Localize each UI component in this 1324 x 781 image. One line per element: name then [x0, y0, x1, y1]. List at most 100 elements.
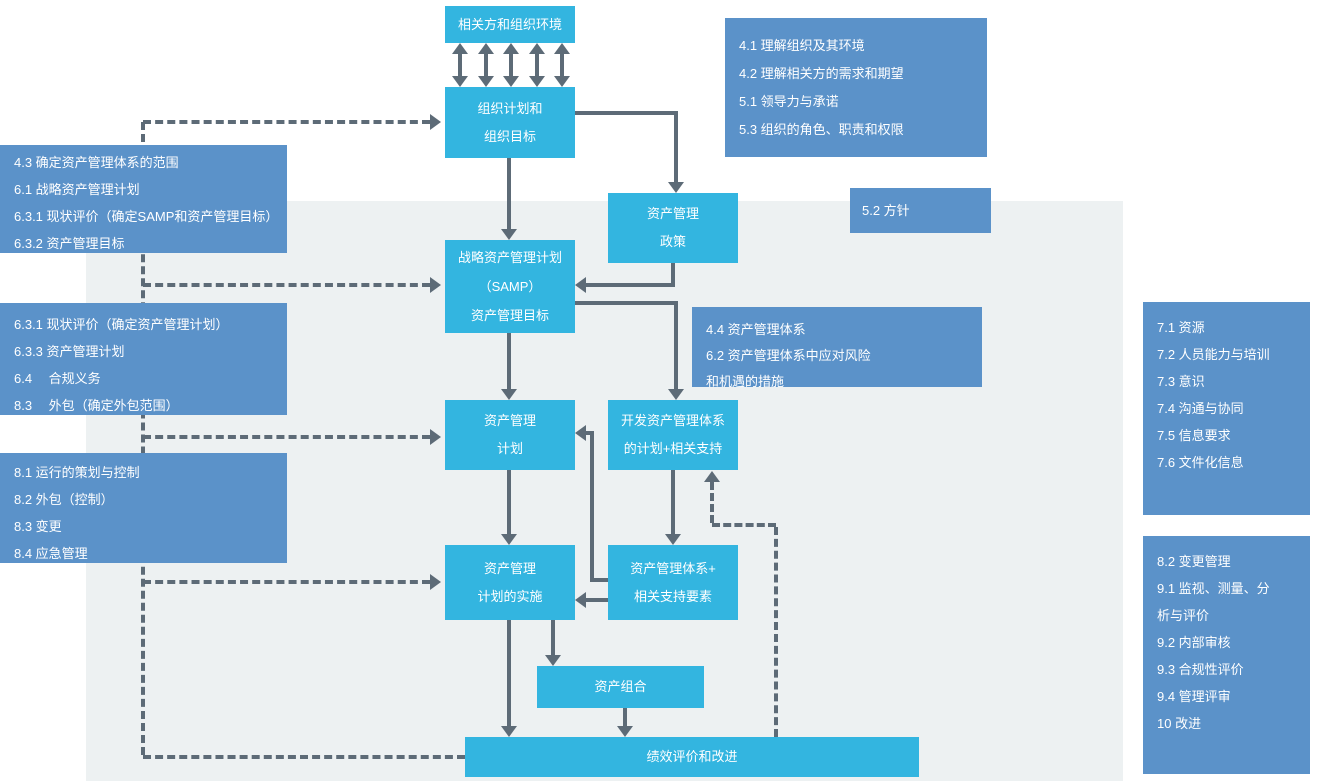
clause-line: 5.1 领导力与承诺	[739, 94, 839, 109]
clause-line: 6.1 战略资产管理计划	[14, 182, 140, 197]
arrow-up-icon	[554, 43, 570, 54]
clause-line: 6.3.1 现状评价（确定SAMP和资产管理目标）	[14, 209, 279, 224]
arrow-down-icon	[501, 534, 517, 545]
arrow-down-icon	[452, 76, 468, 87]
double-arrow-connector	[452, 43, 468, 87]
clause-line: 6.4 合规义务	[14, 371, 101, 386]
box-ams-support-elements: 资产管理体系+ 相关支持要素	[608, 545, 738, 620]
box-am-plan: 资产管理 计划	[445, 400, 575, 470]
connector-impl-portfolio	[551, 620, 555, 655]
arrow-down-icon	[665, 534, 681, 545]
clause-line: 7.1 资源	[1157, 320, 1205, 335]
arrow-down-icon	[501, 726, 517, 737]
box-line: 战略资产管理计划	[457, 250, 562, 265]
clause-line: 9.3 合规性评价	[1157, 662, 1244, 677]
clause-line: 9.2 内部审核	[1157, 635, 1231, 650]
arrow-up-icon	[704, 471, 720, 482]
box-develop-ams: 开发资产管理体系 的计划+相关支持	[608, 400, 738, 470]
connector-support-impl	[586, 598, 608, 602]
arrow-down-icon	[503, 76, 519, 87]
clause-box-right-support: 7.1 资源 7.2 人员能力与培训 7.3 意识 7.4 沟通与协同 7.5 …	[1143, 302, 1310, 515]
arrow-left-icon	[575, 277, 586, 293]
arrow-down-icon	[668, 389, 684, 400]
box-line: 资产管理	[483, 560, 536, 576]
box-line: 资产管理目标	[470, 308, 549, 323]
clause-box-left-scope: 4.3 确定资产管理体系的范围 6.1 战略资产管理计划 6.3.1 现状评价（…	[0, 145, 287, 253]
box-plan-implementation: 资产管理 计划的实施	[445, 545, 575, 620]
arrow-down-icon	[501, 229, 517, 240]
arrow-down-icon	[478, 76, 494, 87]
connector-orgplan-samp	[507, 158, 511, 230]
dashed-perf-develop-h	[712, 523, 776, 527]
arrow-right-icon	[430, 429, 441, 445]
clause-line: 5.3 组织的角色、职责和权限	[739, 122, 904, 137]
dashed-perf-develop-v1	[774, 527, 778, 737]
clause-line: 10 改进	[1157, 716, 1202, 731]
box-performance-evaluation: 绩效评价和改进	[465, 737, 919, 777]
clause-line: 6.2 资产管理体系中应对风险	[706, 348, 871, 363]
box-samp-objectives: 战略资产管理计划 （SAMP） 资产管理目标	[445, 240, 575, 333]
clause-line: 4.1 理解组织及其环境	[739, 38, 865, 53]
connector-policy-samp-v	[671, 263, 675, 287]
clause-line: 7.4 沟通与协同	[1157, 401, 1244, 416]
clause-line: 7.6 文件化信息	[1157, 455, 1244, 470]
double-arrow-connector	[554, 43, 570, 87]
box-am-policy: 资产管理 政策	[608, 193, 738, 263]
clause-line: 5.2 方针	[862, 203, 910, 218]
box-line: 资产管理	[646, 206, 699, 221]
connector-support-amplan-h2	[586, 431, 592, 435]
connector-shaft	[484, 53, 488, 77]
connector-shaft	[509, 53, 513, 77]
box-line: 开发资产管理体系	[620, 413, 725, 428]
clause-line: 4.3 确定资产管理体系的范围	[14, 155, 179, 170]
arrow-left-icon	[575, 425, 586, 441]
box-org-plan-objectives: 组织计划和 组织目标	[445, 87, 575, 158]
clause-line: 7.2 人员能力与培训	[1157, 347, 1270, 362]
clause-line: 7.3 意识	[1157, 374, 1205, 389]
dashed-perf-develop-v2	[710, 482, 714, 523]
arrow-down-icon	[554, 76, 570, 87]
clause-line: 6.3.2 资产管理目标	[14, 236, 125, 251]
box-stakeholders-environment: 相关方和组织环境	[445, 6, 575, 43]
box-line: 的计划+相关支持	[623, 441, 723, 456]
connector-policy-samp-h	[586, 283, 675, 287]
arrow-right-icon	[430, 574, 441, 590]
box-line: 资产管理	[483, 413, 536, 428]
clause-line: 7.5 信息要求	[1157, 428, 1231, 443]
arrow-up-icon	[529, 43, 545, 54]
clause-line: 8.3 变更	[14, 519, 62, 534]
connector-develop-support	[671, 470, 675, 534]
connector-orgplan-policy-h	[575, 111, 678, 115]
clause-line: 6.3.3 资产管理计划	[14, 344, 125, 359]
clause-line: 6.3.1 现状评价（确定资产管理计划）	[14, 317, 229, 332]
clause-line: 4.4 资产管理体系	[706, 322, 806, 337]
box-line: 组织计划和	[477, 100, 543, 116]
arrow-up-icon	[478, 43, 494, 54]
arrow-up-icon	[452, 43, 468, 54]
box-asset-portfolio: 资产组合	[537, 666, 704, 708]
dashed-branch-samp	[143, 283, 430, 287]
connector-portfolio-perf	[623, 708, 627, 726]
double-arrow-connector	[503, 43, 519, 87]
connector-shaft	[535, 53, 539, 77]
box-line: 组织目标	[483, 128, 536, 144]
clause-line: 9.4 管理评审	[1157, 689, 1231, 704]
arrow-down-icon	[529, 76, 545, 87]
clause-line: 8.3 外包（确定外包范围）	[14, 398, 179, 413]
arrow-down-icon	[617, 726, 633, 737]
connector-support-amplan-v	[590, 431, 594, 582]
clause-box-top-right: 4.1 理解组织及其环境 4.2 理解相关方的需求和期望 5.1 领导力与承诺 …	[725, 18, 987, 157]
box-line: 相关支持要素	[633, 588, 712, 604]
box-line: （SAMP）	[478, 279, 542, 294]
connector-samp-develop-h	[575, 301, 678, 305]
connector-amplan-impl	[507, 470, 511, 534]
arrow-down-icon	[668, 182, 684, 193]
clause-box-right-evaluation: 8.2 变更管理 9.1 监视、测量、分 析与评价 9.2 内部审核 9.3 合…	[1143, 536, 1310, 774]
connector-shaft	[560, 53, 564, 77]
box-line: 政策	[659, 234, 686, 249]
arrow-right-icon	[430, 114, 441, 130]
clause-line: 4.2 理解相关方的需求和期望	[739, 66, 904, 81]
clause-line: 和机遇的措施	[706, 374, 785, 387]
dashed-branch-amplan	[143, 435, 430, 439]
